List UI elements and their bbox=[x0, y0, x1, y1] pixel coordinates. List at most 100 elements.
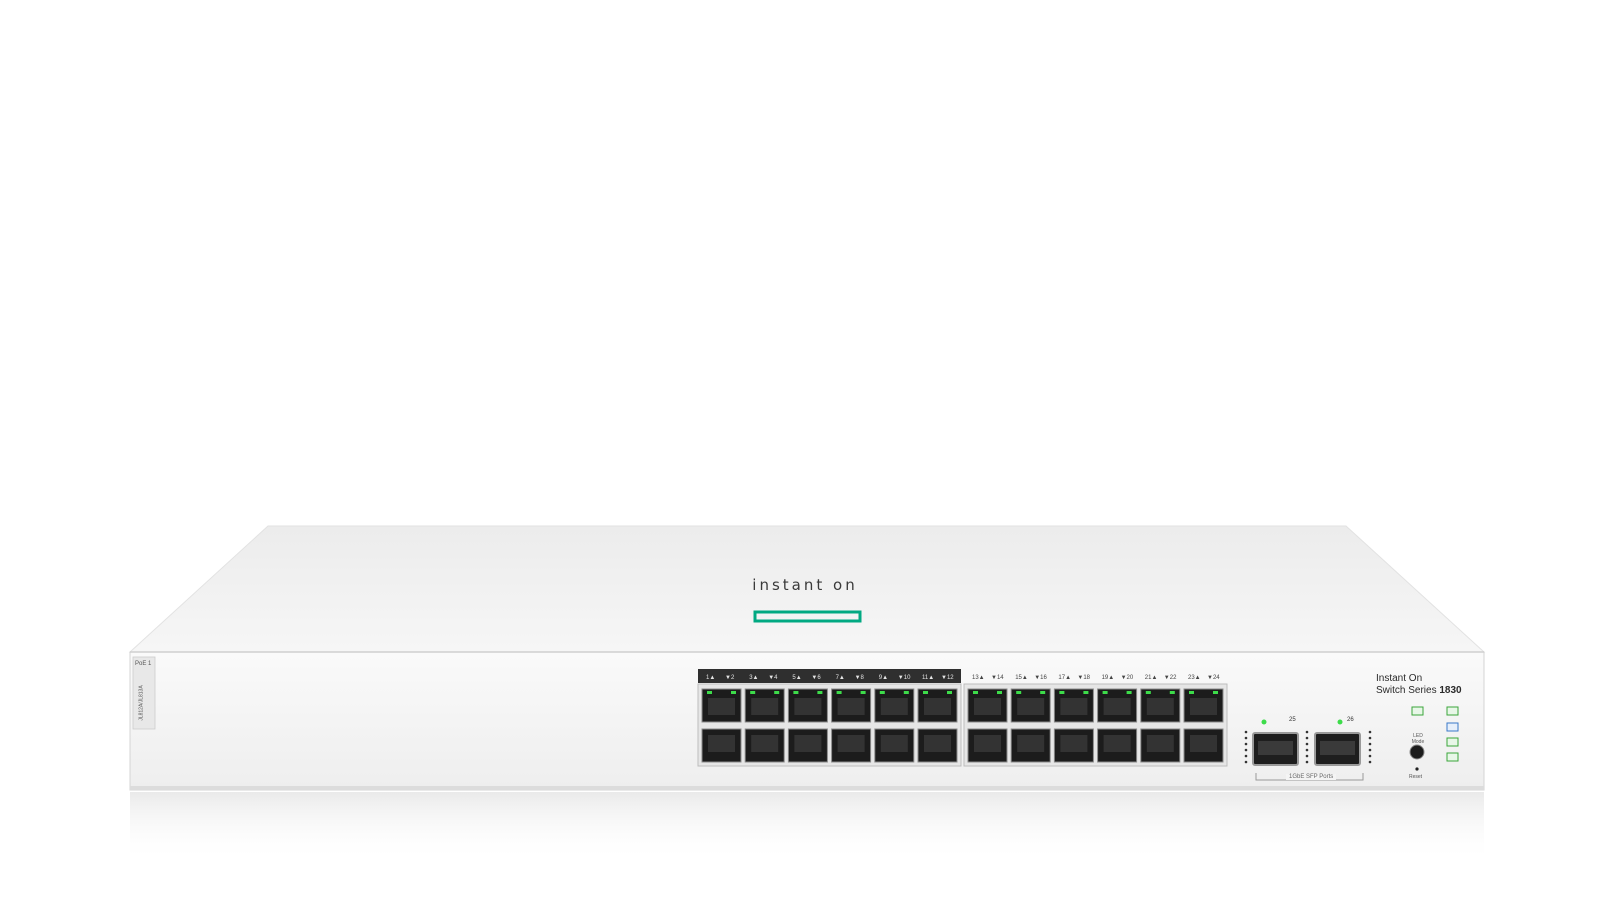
speed-led-icon bbox=[1446, 737, 1459, 747]
port-led bbox=[860, 691, 866, 694]
serial-strip bbox=[132, 656, 156, 730]
port-led bbox=[750, 691, 756, 694]
port-label-12: ▼12 bbox=[941, 675, 954, 681]
port-label-9: 9▲ bbox=[879, 675, 888, 681]
sfp-link-dot bbox=[1368, 760, 1372, 764]
rj45-block-b bbox=[963, 683, 1228, 767]
led-mode-label: LED Mode bbox=[1411, 733, 1425, 745]
port-label-16: ▼16 bbox=[1034, 675, 1047, 681]
sfp-link-dot bbox=[1244, 730, 1248, 734]
port-label-8: ▼8 bbox=[855, 675, 865, 681]
rj45-socket bbox=[924, 698, 951, 715]
rj45-socket bbox=[1146, 698, 1174, 715]
hpe-element-logo bbox=[753, 610, 862, 623]
port-label-2: ▼2 bbox=[725, 675, 735, 681]
rj45-socket bbox=[974, 698, 1001, 715]
rj45-socket bbox=[794, 698, 822, 715]
rj45-socket bbox=[794, 735, 822, 752]
rj45-socket bbox=[1017, 698, 1045, 715]
port-led bbox=[1189, 691, 1194, 694]
instant-on-logo: instant on bbox=[752, 576, 857, 594]
poe-label: PoE 1 bbox=[135, 661, 152, 667]
sfp-area bbox=[1244, 719, 1372, 781]
port-label-17: 17▲ bbox=[1058, 675, 1071, 681]
sfp-link-dot bbox=[1368, 742, 1372, 746]
port-label-24: ▼24 bbox=[1207, 675, 1220, 681]
port-led bbox=[903, 691, 909, 694]
port-label-21: 21▲ bbox=[1145, 675, 1158, 681]
sfp-link-dot bbox=[1368, 754, 1372, 758]
port-label-11: 11▲ bbox=[922, 675, 934, 681]
serial-strip-text: JL812A/JL813A bbox=[138, 685, 145, 721]
model-number: 1830 bbox=[1439, 685, 1462, 696]
sfp-link-dot bbox=[1244, 748, 1248, 752]
reset-label: Reset bbox=[1409, 774, 1423, 780]
rj45-socket bbox=[974, 735, 1001, 752]
sfp-link-dot bbox=[1305, 742, 1309, 746]
uid-led-icon bbox=[1446, 722, 1459, 732]
rj45-socket bbox=[751, 735, 779, 752]
port-led bbox=[1145, 691, 1151, 694]
port-led bbox=[793, 691, 799, 694]
rj45-socket bbox=[924, 735, 951, 752]
port-label-6: ▼6 bbox=[811, 675, 821, 681]
port-led bbox=[1102, 691, 1108, 694]
model-line-1: Instant On bbox=[1376, 673, 1423, 684]
cloud-status-icon bbox=[1411, 706, 1424, 716]
led-mode-button[interactable] bbox=[1409, 744, 1425, 760]
rj45-block-a bbox=[697, 683, 962, 767]
activity-led-icon bbox=[1446, 706, 1459, 716]
port-led bbox=[879, 691, 885, 694]
model-label: Instant On Switch Series 1830 bbox=[1376, 673, 1462, 697]
rj45-socket bbox=[1190, 735, 1217, 752]
port-led bbox=[774, 691, 780, 694]
sfp-link-dot bbox=[1368, 736, 1372, 740]
reset-pinhole[interactable] bbox=[1415, 767, 1419, 771]
sfp-link-dot bbox=[1244, 736, 1248, 740]
sfp-link-dot bbox=[1244, 742, 1248, 746]
port-led bbox=[973, 691, 978, 694]
rj45-socket bbox=[837, 735, 865, 752]
sfp-label-26: 26 bbox=[1347, 717, 1354, 723]
sfp-link-dot bbox=[1244, 760, 1248, 764]
port-label-22: ▼22 bbox=[1164, 675, 1177, 681]
sfp-link-dot bbox=[1305, 760, 1309, 764]
port-led bbox=[1016, 691, 1022, 694]
rj45-ports bbox=[701, 688, 1224, 763]
port-label-bar bbox=[698, 669, 961, 683]
status-panel bbox=[1409, 706, 1459, 771]
port-label-7: 7▲ bbox=[836, 675, 845, 681]
port-led bbox=[836, 691, 842, 694]
port-led bbox=[997, 691, 1002, 694]
port-led bbox=[947, 691, 952, 694]
rj45-socket bbox=[880, 698, 908, 715]
port-label-4: ▼4 bbox=[768, 675, 778, 681]
rj45-socket bbox=[1146, 735, 1174, 752]
port-label-18: ▼18 bbox=[1077, 675, 1090, 681]
rj45-socket bbox=[708, 698, 735, 715]
port-label-20: ▼20 bbox=[1121, 675, 1134, 681]
rj45-socket bbox=[751, 698, 779, 715]
port-label-15: 15▲ bbox=[1015, 675, 1028, 681]
sfp-link-dot bbox=[1305, 754, 1309, 758]
rj45-socket bbox=[1190, 698, 1217, 715]
sfp-link-dot bbox=[1244, 754, 1248, 758]
port-led bbox=[817, 691, 823, 694]
sfp-label-25: 25 bbox=[1289, 717, 1296, 723]
port-label-1: 1▲ bbox=[706, 675, 715, 681]
rj45-socket bbox=[1103, 735, 1131, 752]
rj45-socket bbox=[1017, 735, 1045, 752]
port-led bbox=[1040, 691, 1046, 694]
port-led bbox=[707, 691, 712, 694]
port-led bbox=[1059, 691, 1065, 694]
sfp-link-dot bbox=[1305, 748, 1309, 752]
port-label-10: ▼10 bbox=[898, 675, 911, 681]
sfp-link-dot bbox=[1368, 748, 1372, 752]
port-led bbox=[1213, 691, 1218, 694]
port-led bbox=[731, 691, 736, 694]
model-line-2-prefix: Switch Series bbox=[1376, 685, 1437, 696]
port-led bbox=[1126, 691, 1132, 694]
port-label-23: 23▲ bbox=[1188, 675, 1201, 681]
port-label-14: ▼14 bbox=[991, 675, 1004, 681]
